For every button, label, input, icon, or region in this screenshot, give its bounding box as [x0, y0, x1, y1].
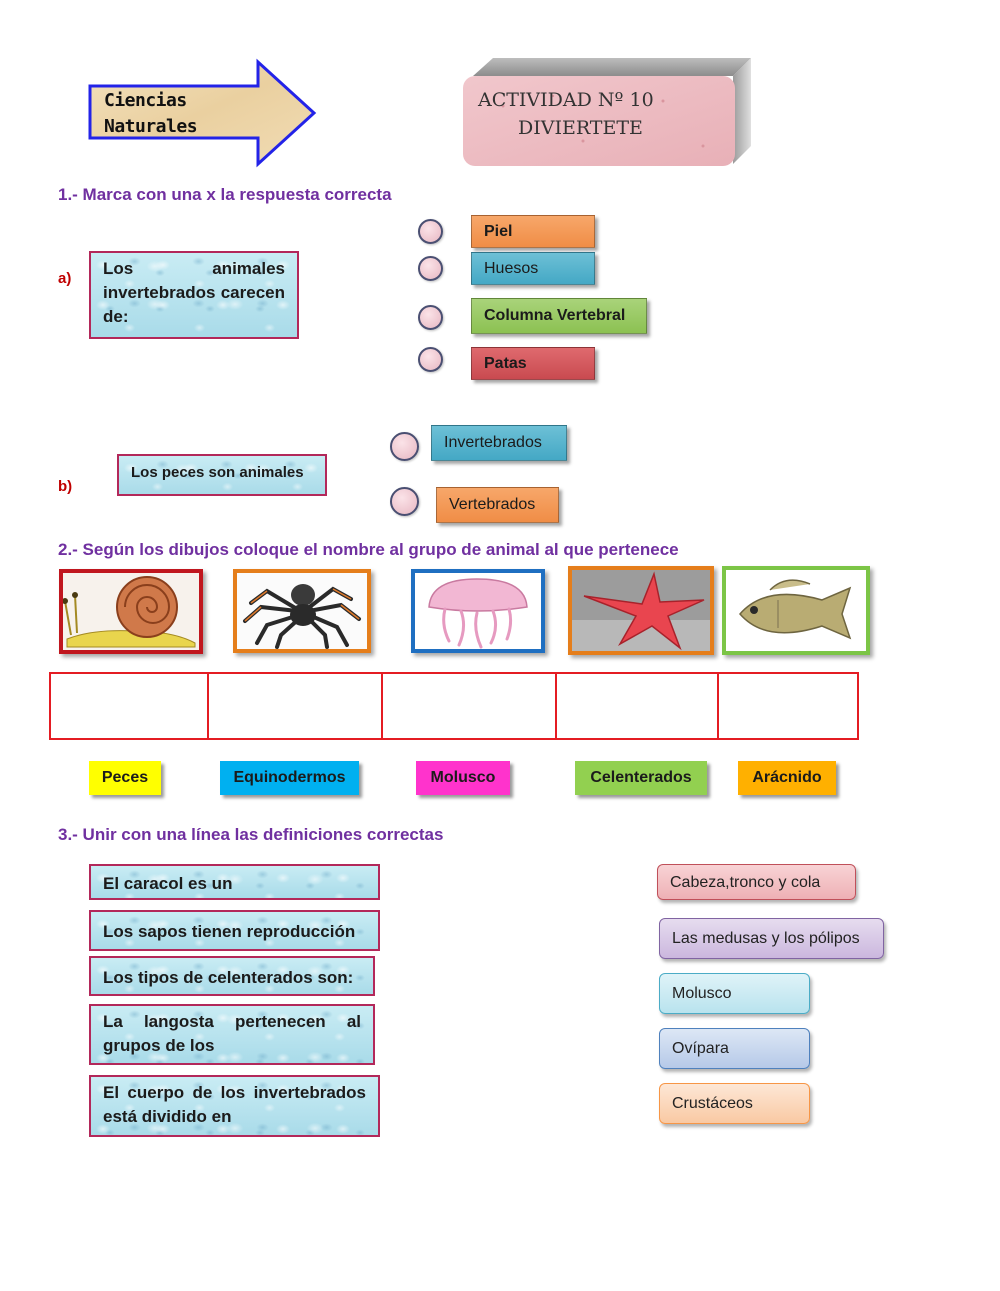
q1a-radio-3[interactable] [418, 305, 443, 330]
label-peces[interactable]: Peces [89, 761, 161, 795]
activity-line-2: DIVIERTETE [518, 117, 643, 139]
q3-right-2[interactable]: Las medusas y los pólipos [659, 918, 884, 959]
fish-icon [726, 570, 866, 651]
subject-arrow [88, 58, 317, 168]
q1b-option-vertebrados[interactable]: Vertebrados [436, 487, 559, 523]
q3-left-2[interactable]: Los sapos tienen reproducción [89, 910, 380, 951]
q1a-option-columna[interactable]: Columna Vertebral [471, 298, 647, 334]
jellyfish-icon [415, 573, 541, 649]
answer-table [49, 672, 859, 740]
q3-title: 3.- Unir con una línea las definiciones … [58, 825, 444, 844]
q1a-option-huesos[interactable]: Huesos [471, 252, 595, 285]
subject-label: Ciencias Naturales [104, 88, 274, 140]
label-molusco[interactable]: Molusco [416, 761, 510, 795]
q1b-radio-2[interactable] [390, 487, 419, 516]
q1b-option-invertebrados[interactable]: Invertebrados [431, 425, 567, 461]
q2-title: 2.- Según los dibujos coloque el nombre … [58, 540, 679, 559]
q3-right-1[interactable]: Cabeza,tronco y cola [657, 864, 856, 900]
q1-title: 1.- Marca con una x la respuesta correct… [58, 185, 392, 204]
answer-cell-4[interactable] [557, 674, 719, 738]
q1b-letter: b) [58, 478, 73, 495]
q1a-option-piel[interactable]: Piel [471, 215, 595, 248]
answer-cell-2[interactable] [209, 674, 383, 738]
spider-image [233, 569, 371, 653]
q3-left-4[interactable]: La langosta pertenecen al grupos de los [89, 1004, 375, 1065]
q1a-radio-2[interactable] [418, 256, 443, 281]
answer-cell-5[interactable] [719, 674, 857, 738]
label-celenterados[interactable]: Celenterados [575, 761, 707, 795]
label-aracnido[interactable]: Arácnido [738, 761, 836, 795]
spider-icon [237, 573, 367, 649]
snail-icon [63, 573, 199, 650]
q3-right-5[interactable]: Crustáceos [659, 1083, 810, 1124]
activity-block [463, 58, 751, 166]
q1b-question: Los peces son animales [117, 454, 327, 496]
q3-right-3[interactable]: Molusco [659, 973, 810, 1014]
activity-line-1: ACTIVIDAD Nº 10 [478, 89, 654, 111]
label-equinodermos[interactable]: Equinodermos [220, 761, 359, 795]
starfish-icon [572, 570, 710, 651]
answer-cell-1[interactable] [51, 674, 209, 738]
q1a-letter: a) [58, 270, 72, 287]
q1a-question: Los animales invertebrados carecen de: [89, 251, 299, 339]
snail-image [59, 569, 203, 654]
jellyfish-image [411, 569, 545, 653]
subject-line-2: Naturales [104, 116, 198, 137]
q3-right-4[interactable]: Ovípara [659, 1028, 810, 1069]
q1a-option-patas[interactable]: Patas [471, 347, 595, 380]
q3-left-3[interactable]: Los tipos de celenterados son: [89, 956, 375, 996]
q3-left-1[interactable]: El caracol es un [89, 864, 380, 900]
q1b-radio-1[interactable] [390, 432, 419, 461]
q1a-radio-1[interactable] [418, 219, 443, 244]
activity-title: ACTIVIDAD Nº 10 DIVIERTETE [470, 86, 690, 142]
starfish-image [568, 566, 714, 655]
q1a-radio-4[interactable] [418, 347, 443, 372]
q3-left-5[interactable]: El cuerpo de los invertebrados está divi… [89, 1075, 380, 1137]
fish-image [722, 566, 870, 655]
subject-line-1: Ciencias [104, 90, 187, 111]
answer-cell-3[interactable] [383, 674, 557, 738]
